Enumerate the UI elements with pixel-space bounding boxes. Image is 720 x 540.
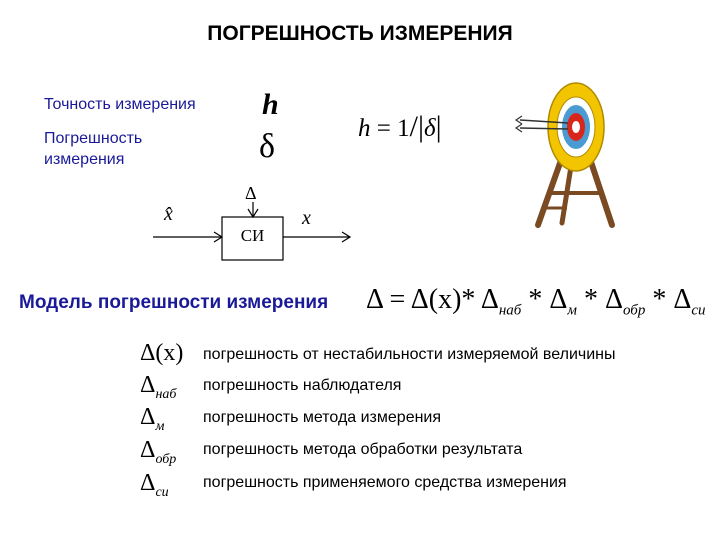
legend-symbol-1: Δнаб <box>140 372 176 403</box>
legend-text-0: погрешность от нестабильности измеряемой… <box>203 346 616 364</box>
block-delta: Δ <box>245 183 257 204</box>
formula-delta-x: Δ(x) <box>411 284 462 315</box>
legend-symbol-3: Δобр <box>140 437 176 468</box>
accuracy-formula: h = 1/|δ| <box>358 110 442 144</box>
input-x-hat: x̂ <box>164 203 173 226</box>
error-model-label: Модель погрешности измерения <box>19 292 328 314</box>
output-x: x <box>302 207 311 230</box>
formula-sub-si: си <box>691 303 705 319</box>
legend-text-3: погрешность метода обработки результата <box>203 441 522 459</box>
formula-sub-obr: обр <box>623 303 645 319</box>
instrument-label: СИ <box>222 226 283 246</box>
formula-delta: Δ <box>366 284 382 315</box>
target-illustration <box>510 65 620 235</box>
arrow-2 <box>520 128 568 129</box>
error-symbol: δ <box>259 128 275 166</box>
error-label-line1: Погрешность <box>44 128 142 149</box>
error-label-line2: измерения <box>44 149 124 170</box>
page-title: ПОГРЕШНОСТЬ ИЗМЕРЕНИЯ <box>0 22 720 46</box>
accuracy-label: Точность измерения <box>44 94 196 115</box>
legend-symbol-4: Δси <box>140 470 169 501</box>
formula-star: * <box>461 284 475 315</box>
legend-text-1: погрешность наблюдателя <box>203 377 401 395</box>
accuracy-symbol: h <box>262 88 279 122</box>
formula-equals: = <box>389 284 405 315</box>
error-model-formula: Δ = Δ(x)* Δнаб * Δм * Δобр * Δси <box>366 284 706 320</box>
target-bullseye <box>572 121 580 133</box>
legend-text-4: погрешность применяемого средства измере… <box>203 474 567 492</box>
legend-text-2: погрешность метода измерения <box>203 409 441 427</box>
formula-sub-m: м <box>567 303 577 319</box>
formula-sub-nab: наб <box>499 303 522 319</box>
legend-symbol-0: Δ(x) <box>140 340 183 367</box>
legend-symbol-2: Δм <box>140 404 164 435</box>
